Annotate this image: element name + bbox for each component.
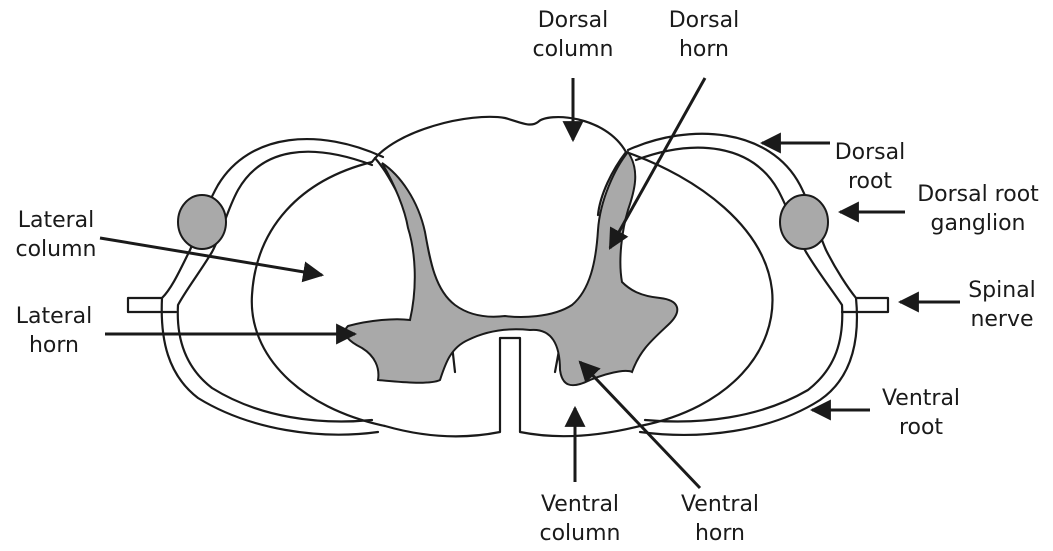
label-line: root <box>820 167 920 196</box>
label-dorsal-column: Dorsal column <box>523 6 623 64</box>
label-line: Dorsal <box>523 6 623 35</box>
label-line: column <box>523 35 623 64</box>
label-dorsal-horn: Dorsal horn <box>654 6 754 64</box>
label-line: Lateral <box>4 302 104 331</box>
label-dorsal-root-ganglion: Dorsal root ganglion <box>908 180 1048 238</box>
label-dorsal-root: Dorsal root <box>820 138 920 196</box>
label-line: ganglion <box>908 209 1048 238</box>
label-lateral-horn: Lateral horn <box>4 302 104 360</box>
label-line: Ventral <box>525 490 635 519</box>
label-line: column <box>6 235 106 264</box>
left-spinal-nerve <box>128 298 176 312</box>
left-ganglion <box>178 195 226 249</box>
label-spinal-nerve: Spinal nerve <box>952 276 1052 334</box>
label-ventral-root: Ventral root <box>866 384 976 442</box>
label-line: Ventral <box>866 384 976 413</box>
label-line: Spinal <box>952 276 1052 305</box>
label-lateral-column: Lateral column <box>6 206 106 264</box>
label-line: horn <box>4 331 104 360</box>
label-line: nerve <box>952 305 1052 334</box>
label-line: column <box>525 519 635 548</box>
label-line: Ventral <box>665 490 775 519</box>
label-line: Dorsal <box>820 138 920 167</box>
label-line: Lateral <box>6 206 106 235</box>
label-line: horn <box>665 519 775 548</box>
right-root-inner <box>636 148 842 422</box>
arrow-ventral-horn <box>580 362 700 488</box>
label-ventral-horn: Ventral horn <box>665 490 775 548</box>
right-ganglion <box>780 195 828 249</box>
label-ventral-column: Ventral column <box>525 490 635 548</box>
right-spinal-nerve <box>842 298 888 312</box>
spinal-cord-outline <box>252 117 773 436</box>
label-line: Dorsal <box>654 6 754 35</box>
label-line: Dorsal root <box>908 180 1048 209</box>
left-root-outer <box>162 139 383 435</box>
label-line: root <box>866 413 976 442</box>
grey-matter <box>345 152 677 385</box>
left-root-inner <box>178 152 372 422</box>
label-line: horn <box>654 35 754 64</box>
